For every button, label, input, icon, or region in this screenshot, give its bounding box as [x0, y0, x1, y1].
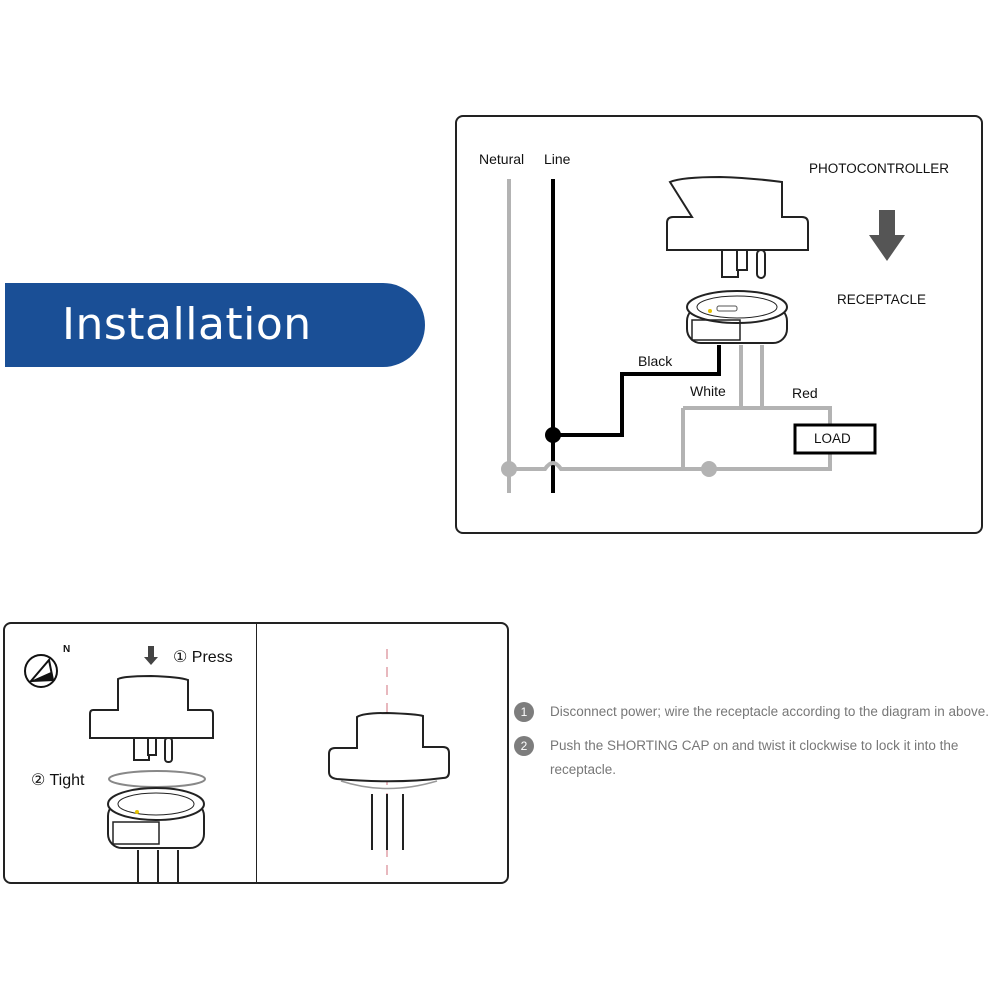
- step-figure-installed: [256, 622, 509, 884]
- wiring-diagram-svg: [501, 175, 905, 493]
- label-black: Black: [638, 353, 673, 369]
- instruction-item: 1 Disconnect power; wire the receptacle …: [514, 700, 1000, 724]
- banner-title: Installation: [62, 299, 312, 350]
- twist-arrow-icon: [108, 770, 206, 788]
- photocontroller-icon: [666, 175, 809, 251]
- instruction-text: Disconnect power; wire the receptacle ac…: [550, 704, 989, 719]
- instructions-list: 1 Disconnect power; wire the receptacle …: [514, 700, 1000, 792]
- label-load: LOAD: [814, 431, 851, 446]
- label-neutral: Netural: [479, 151, 525, 167]
- wiring-diagram-panel: Netural Line PHOTOCONTROLLER RECEPTACLE …: [455, 115, 983, 534]
- label-white: White: [690, 383, 726, 399]
- label-line: Line: [544, 151, 571, 167]
- step-tight-label: ② Tight: [31, 772, 85, 789]
- label-receptacle: RECEPTACLE: [837, 292, 927, 307]
- neutral-junction: [501, 461, 517, 477]
- prong-mid: [736, 249, 748, 271]
- label-photocontroller: PHOTOCONTROLLER: [809, 161, 950, 176]
- prong-left: [721, 249, 739, 278]
- photocontroller-icon: [328, 711, 450, 783]
- installation-banner: Installation: [5, 283, 425, 367]
- black-wire: [553, 345, 721, 437]
- red-wire: [760, 345, 830, 410]
- receptacle-icon: [686, 290, 788, 344]
- step-number-badge: 2: [514, 736, 534, 756]
- receptacle-icon: [107, 787, 205, 849]
- step-number-badge: 1: [514, 702, 534, 722]
- step-figure-install: N ① Press ② Tight: [3, 622, 258, 884]
- photocontroller-icon: [89, 674, 214, 739]
- orientation-icon: [24, 654, 58, 688]
- return-junction: [701, 461, 717, 477]
- prong-right: [756, 249, 766, 279]
- load-box: [793, 423, 877, 455]
- instruction-item: 2 Push the SHORTING CAP on and twist it …: [514, 734, 1000, 782]
- down-arrow-icon: [869, 210, 905, 261]
- step-press-label: ① Press: [173, 649, 233, 666]
- white-wire: [683, 345, 743, 410]
- instruction-text: Push the SHORTING CAP on and twist it cl…: [550, 738, 959, 777]
- press-arrow-icon: [144, 646, 158, 665]
- label-red: Red: [792, 385, 818, 401]
- north-label: N: [63, 644, 71, 655]
- neutral-return-wire: [509, 406, 832, 471]
- line-junction: [545, 427, 561, 443]
